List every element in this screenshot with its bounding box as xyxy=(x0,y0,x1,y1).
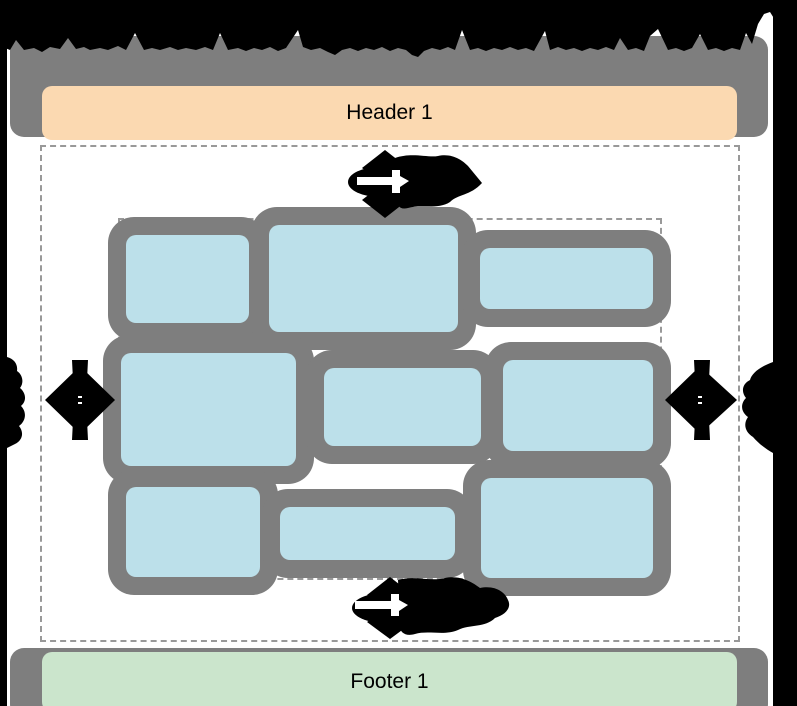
outer-dashed-container xyxy=(40,145,740,642)
content-item xyxy=(126,235,249,323)
content-item xyxy=(269,225,458,332)
content-item xyxy=(121,353,296,466)
right-cropped-text-column xyxy=(773,0,797,706)
right-cropped-label-blob xyxy=(742,362,773,453)
content-item xyxy=(480,248,653,309)
footer-block: Footer 1 xyxy=(42,652,737,706)
content-item xyxy=(503,360,653,451)
header-label: Header 1 xyxy=(346,101,433,124)
footer-label: Footer 1 xyxy=(350,670,429,693)
content-item xyxy=(126,487,260,577)
left-cropped-label-blob xyxy=(7,357,26,448)
left-cropped-text-column xyxy=(0,0,7,706)
content-item xyxy=(324,368,481,446)
content-item xyxy=(481,478,653,578)
header-block: Header 1 xyxy=(42,86,737,140)
content-item xyxy=(280,507,455,560)
